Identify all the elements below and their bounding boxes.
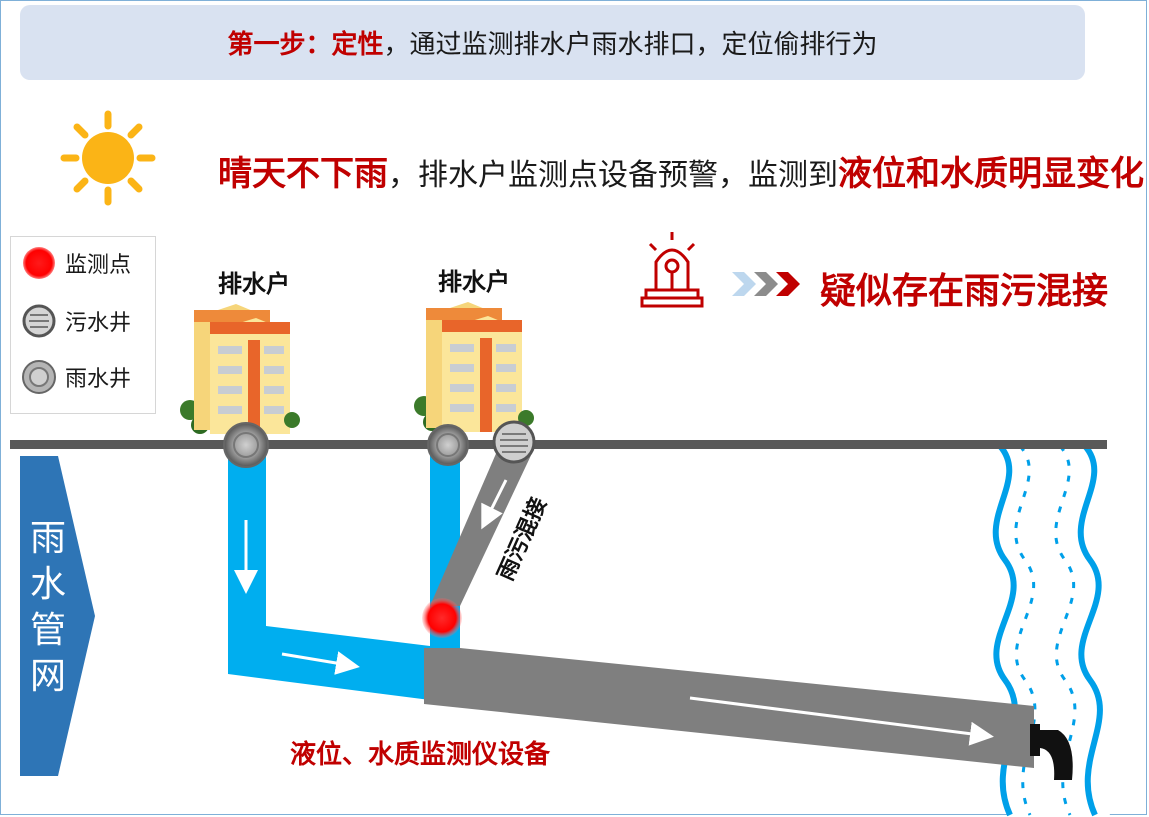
alarm-light-icon: [640, 232, 704, 308]
legend-item-sewage-well: 污水井: [21, 301, 131, 341]
chevron-arrows-icon: [732, 272, 800, 296]
monitoring-point-icon: [23, 247, 55, 279]
mixed-connection-pipe: [430, 449, 534, 606]
legend-item-monitoring-point: 监测点: [21, 243, 131, 283]
rain-well-icon: [22, 360, 56, 394]
ground-line: [10, 440, 1107, 449]
rain-well-icon: [427, 424, 469, 466]
pipe-outlet-icon: [1030, 724, 1073, 780]
rain-pipe-1: [228, 449, 430, 700]
building-icon: [414, 302, 534, 432]
headline: 晴天不下雨，排水户监测点设备预警，监测到液位和水质明显变化: [218, 146, 1144, 195]
rain-network-arrow: [20, 456, 95, 776]
sewage-well-icon: [22, 304, 56, 338]
headline-change: 液位和水质明显变化: [838, 154, 1144, 194]
legend-label: 监测点: [65, 253, 132, 278]
legend-label: 污水井: [65, 311, 132, 336]
step-banner: 第一步：定性，通过监测排水户雨水排口，定位偷排行为: [20, 5, 1085, 80]
headline-middle: ，排水户监测点设备预警，监测到: [388, 158, 838, 193]
house-label: 排水户: [218, 270, 290, 298]
rain-network-text: 雨水管网: [29, 518, 66, 697]
rain-well-icon: [223, 422, 269, 468]
monitoring-point-icon: [422, 598, 462, 638]
banner-step: 第一步：: [227, 30, 332, 60]
sun-icon: [60, 110, 156, 206]
rain-network-label: 雨水管网: [28, 516, 68, 700]
main-pipe: [424, 648, 1034, 768]
banner-keyword: 定性: [331, 30, 384, 60]
headline-sunny: 晴天不下雨: [218, 154, 388, 194]
device-label: 液位、水质监测仪设备: [290, 740, 551, 770]
house-label: 排水户: [438, 268, 510, 296]
sewage-well-icon: [492, 420, 536, 464]
suspect-mixed-connection: 疑似存在雨污混接: [820, 271, 1109, 312]
legend-item-rain-well: 雨水井: [21, 357, 131, 397]
legend: 监测点 污水井 雨水井: [10, 236, 156, 414]
legend-label: 雨水井: [65, 367, 132, 392]
building-icon: [180, 304, 300, 434]
banner-text: ，通过监测排水户雨水排口，定位偷排行为: [383, 30, 878, 60]
